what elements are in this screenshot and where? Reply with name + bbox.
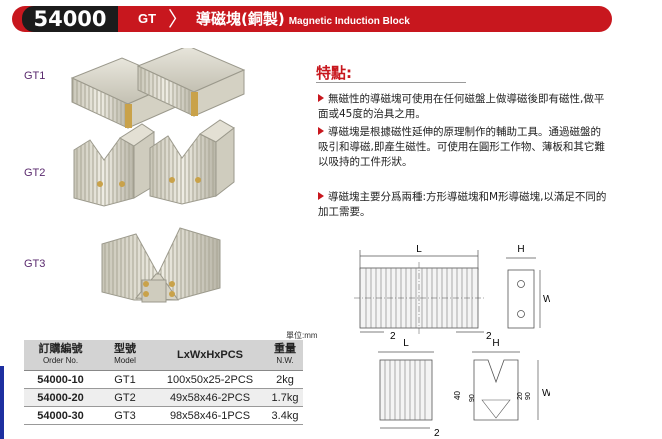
top-view-drawing: L 2 2 xyxy=(354,244,492,342)
feature-item: 導磁塊主要分爲兩種:方形導磁塊和M形導磁塊,以滿足不同的加工需要。 xyxy=(318,190,610,220)
title-chinese: 導磁塊(銅製) xyxy=(196,10,285,28)
divider xyxy=(316,82,466,83)
triangle-bullet-icon xyxy=(318,127,324,135)
title-english: Magnetic Induction Block xyxy=(288,16,410,27)
feature-text: 導磁塊主要分爲兩種:方形導磁塊和M形導磁塊,以滿足不同的加工需要。 xyxy=(318,191,607,218)
dim-l-label: L xyxy=(416,244,422,255)
dim-l2-label: L xyxy=(403,338,409,349)
square-magnetic-block-icon xyxy=(136,48,246,117)
feature-text: 導磁塊是根據磁性延伸的原理制作的輔助工具。通過磁盤的吸引和導磁,即產生磁性。可使… xyxy=(318,126,605,168)
dim-40: 40 xyxy=(453,391,462,400)
header-sub: Model xyxy=(114,356,136,365)
header-sub: N.W. xyxy=(276,356,294,365)
header-main: 型號 xyxy=(114,343,136,355)
model-label-gt1: GT1 xyxy=(24,70,46,82)
table-row: 54000-20 GT2 49x58x46-2PCS 1.7kg xyxy=(24,388,303,407)
m-shaped-magnetic-block-icon xyxy=(149,119,235,205)
unit-label: 單位:mm xyxy=(286,331,318,340)
triangle-bullet-icon xyxy=(318,94,324,102)
table-row: 54000-30 GT3 98x58x46-1PCS 3.4kg xyxy=(24,406,303,425)
page-title: 導磁塊(銅製)Magnetic Induction Block xyxy=(196,6,410,32)
cell-model: GT2 xyxy=(97,388,153,407)
cell-order-no: 54000-30 xyxy=(24,406,97,425)
cell-dimensions: 49x58x46-2PCS xyxy=(153,388,267,407)
cell-order-no: 54000-20 xyxy=(24,388,97,407)
cell-model: GT3 xyxy=(97,406,153,425)
cell-weight: 3.4kg xyxy=(267,406,303,425)
header-main: LxWxHxPCS xyxy=(176,348,244,361)
dim-pitch-right: 2 xyxy=(486,331,492,342)
side-view-drawing: H W xyxy=(506,244,550,329)
technical-drawing: L 2 2 H W L xyxy=(354,244,550,439)
table-row: 54000-10 GT1 100x50x25-2PCS 2kg xyxy=(24,370,303,389)
v-block-icon xyxy=(101,227,221,303)
feature-item: 導磁塊是根據磁性延伸的原理制作的輔助工具。通過磁盤的吸引和導磁,即產生磁性。可使… xyxy=(318,125,610,170)
dim-pitch-v: 2 xyxy=(434,428,440,439)
feature-item: 無磁性的導磁塊可使用在任何磁盤上做導磁後即有磁性,做平面或45度的治具之用。 xyxy=(318,92,610,122)
header-main: 重量 xyxy=(274,343,296,355)
header-sub: Order No. xyxy=(42,356,79,365)
dim-w2-label: W xyxy=(542,388,550,399)
dim-h-label: H xyxy=(517,244,524,255)
series-code: GT xyxy=(138,11,157,26)
cell-order-no: 54000-10 xyxy=(24,370,97,389)
dim-20: 20 xyxy=(517,392,524,400)
dim-w-label: W xyxy=(543,294,550,305)
cell-weight: 1.7kg xyxy=(267,388,303,407)
cell-weight: 2kg xyxy=(267,370,303,389)
model-label-gt3: GT3 xyxy=(24,258,46,270)
triangle-bullet-icon xyxy=(318,192,324,200)
header-main: 訂購編號 xyxy=(38,343,83,355)
dim-h2-label: H xyxy=(492,338,499,349)
feature-text: 無磁性的導磁塊可使用在任何磁盤上做導磁後即有磁性,做平面或45度的治具之用。 xyxy=(318,93,605,120)
model-label-gt2: GT2 xyxy=(24,167,46,179)
dim-90-right: 90 xyxy=(525,392,532,400)
v-block-front-drawing: L 2 xyxy=(378,338,440,439)
col-dimensions: LxWxHxPCS xyxy=(153,340,267,371)
cell-model: GT1 xyxy=(97,370,153,389)
side-accent-bar xyxy=(0,366,4,439)
features-title: 特點: xyxy=(316,64,352,82)
product-code: 54000 xyxy=(22,6,118,32)
cell-dimensions: 98x58x46-1PCS xyxy=(153,406,267,425)
dim-pitch-left: 2 xyxy=(390,331,396,342)
dim-90-left: 90 xyxy=(469,394,476,402)
chevron-right-icon: 〉 xyxy=(168,7,188,31)
product-photos xyxy=(70,48,246,303)
v-block-side-drawing: H 40 90 20 90 W xyxy=(453,338,550,421)
m-shaped-magnetic-block-icon xyxy=(73,123,155,207)
cell-dimensions: 100x50x25-2PCS xyxy=(153,370,267,389)
